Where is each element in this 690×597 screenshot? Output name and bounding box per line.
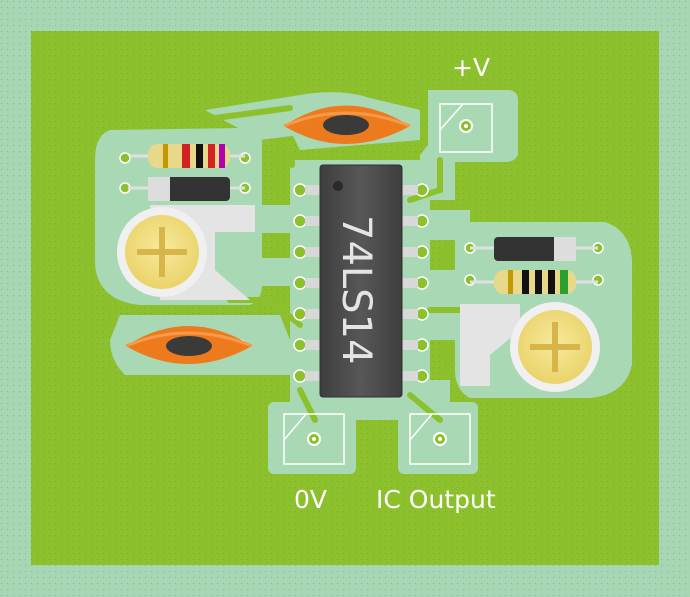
resistor-left bbox=[130, 144, 245, 168]
ic-pin-pad bbox=[293, 183, 307, 197]
ic-label: 74LS14 bbox=[333, 215, 379, 364]
diode-left bbox=[128, 177, 245, 201]
ic-pin bbox=[402, 216, 418, 226]
ic-pin bbox=[402, 371, 418, 381]
ground-label: 0V bbox=[294, 485, 327, 514]
capacitor-top bbox=[283, 105, 411, 144]
ic-pin-pad bbox=[293, 245, 307, 259]
ic-pins bbox=[293, 183, 429, 383]
ic-pin bbox=[402, 340, 418, 350]
ic-pin-pad bbox=[293, 276, 307, 290]
ic-pin bbox=[402, 247, 418, 257]
power-label: +V bbox=[452, 53, 490, 82]
resistor-right bbox=[470, 270, 598, 294]
ground-pad[interactable] bbox=[283, 413, 345, 465]
ic-pin bbox=[402, 309, 418, 319]
ic-pin-pad bbox=[293, 307, 307, 321]
diode-right bbox=[470, 237, 598, 261]
ic-pin-pad bbox=[293, 338, 307, 352]
trimmer-pot-right[interactable] bbox=[460, 302, 600, 392]
capacitor-bottom bbox=[125, 326, 253, 364]
ic-pin bbox=[305, 185, 321, 195]
ic-pin bbox=[305, 247, 321, 257]
ic-74ls14[interactable]: 74LS14 bbox=[319, 164, 403, 398]
ic-pin bbox=[402, 278, 418, 288]
trimmer-pot-left[interactable] bbox=[117, 205, 255, 300]
ic-pin bbox=[305, 340, 321, 350]
ic-pin bbox=[305, 216, 321, 226]
output-pad[interactable] bbox=[409, 413, 471, 465]
ic-pin bbox=[305, 371, 321, 381]
ic-pin bbox=[402, 185, 418, 195]
power-pad[interactable] bbox=[439, 103, 493, 153]
ic-pin bbox=[305, 309, 321, 319]
output-label: IC Output bbox=[376, 485, 496, 514]
ic-pin-pad bbox=[293, 369, 307, 383]
ic-pin-pad bbox=[293, 214, 307, 228]
ic-pin bbox=[305, 278, 321, 288]
